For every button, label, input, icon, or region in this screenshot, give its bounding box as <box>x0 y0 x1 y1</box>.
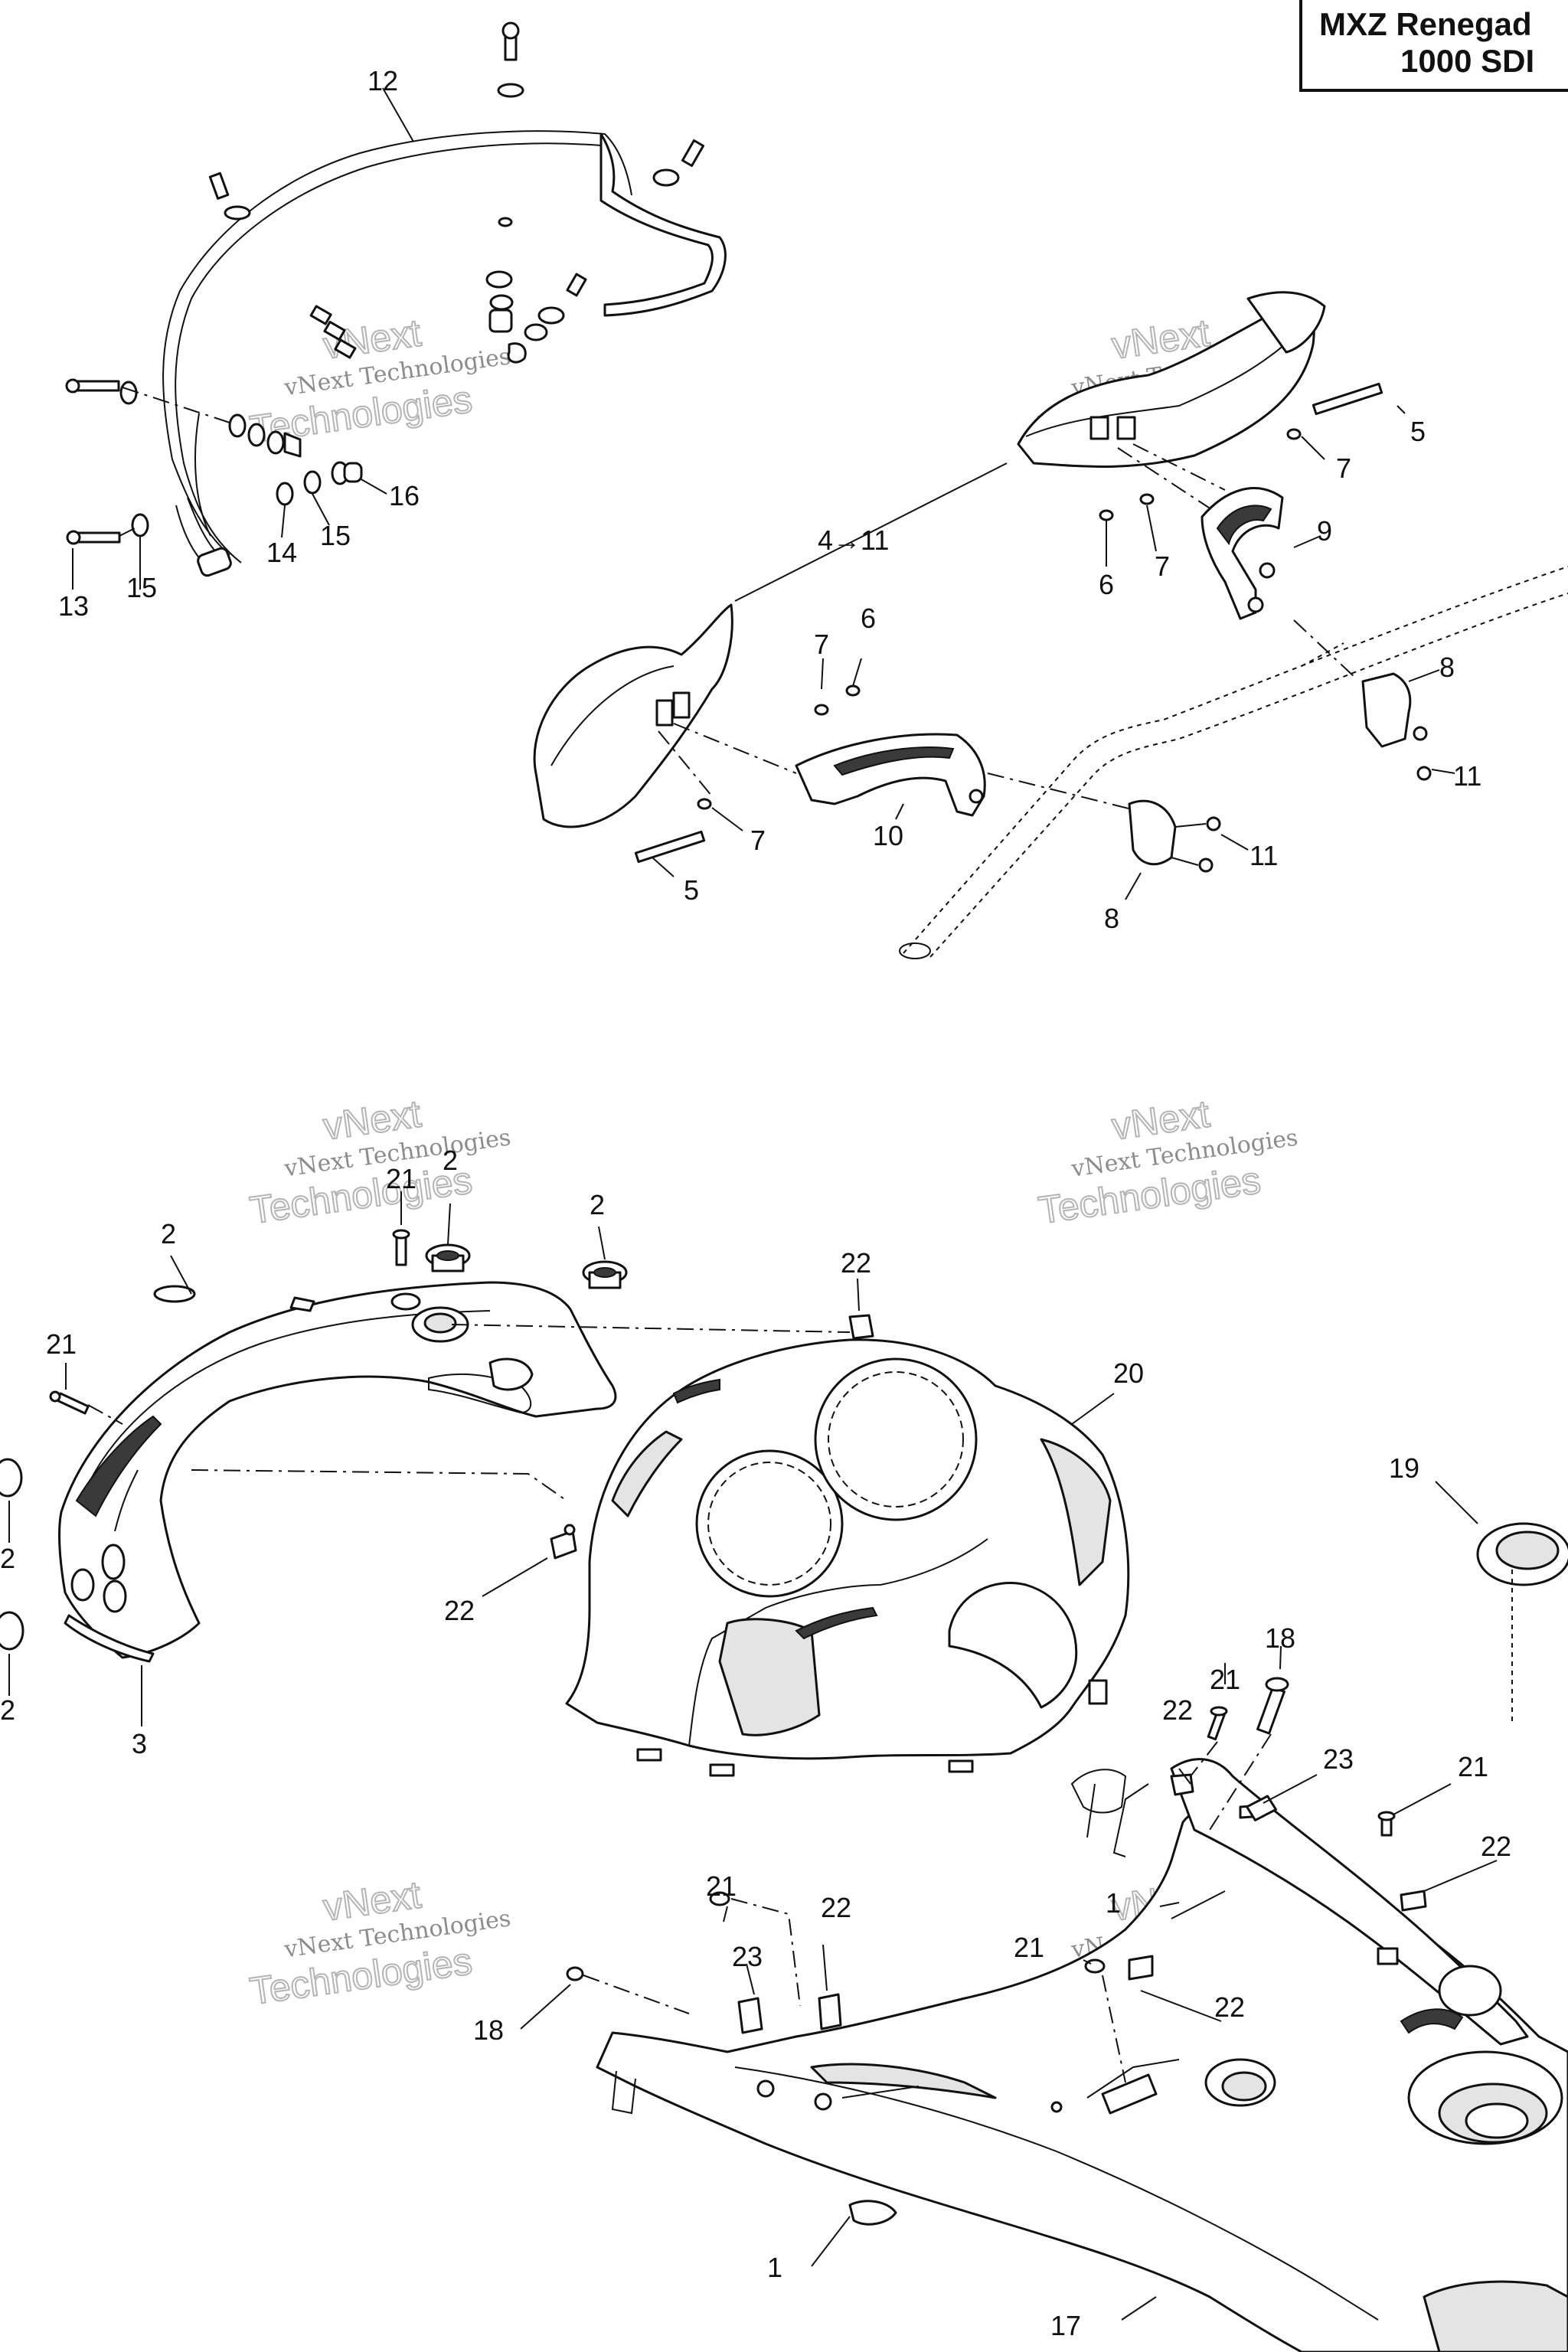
callout-23: 23 <box>1323 1743 1354 1775</box>
callout-2: 2 <box>161 1218 176 1250</box>
side-panel-leaders <box>8 1191 606 1726</box>
bumper-assembly <box>162 130 727 577</box>
console-clips <box>550 1314 874 1560</box>
handguard-leaders <box>652 405 1455 900</box>
callout-22: 22 <box>1481 1831 1511 1862</box>
callout-12: 12 <box>368 65 398 96</box>
callout-21: 21 <box>386 1163 416 1194</box>
callout-6: 6 <box>1099 569 1114 600</box>
callout-7: 7 <box>814 629 829 660</box>
callout-9: 9 <box>1317 515 1332 547</box>
callout-21: 21 <box>1458 1751 1488 1782</box>
callout-16: 16 <box>389 480 420 511</box>
handlebar <box>899 566 1568 959</box>
callout-7: 7 <box>1336 452 1351 484</box>
callout-15: 15 <box>320 520 351 551</box>
handguard-right <box>1017 291 1383 529</box>
bumper-end-cap <box>197 547 232 577</box>
callout-2: 2 <box>0 1694 15 1726</box>
callout-17: 17 <box>1050 2310 1081 2341</box>
callout-11: 11 <box>1453 760 1481 792</box>
callout-1: 1 <box>1106 1887 1121 1919</box>
callout-18: 18 <box>1265 1622 1295 1654</box>
callout-14: 14 <box>266 537 297 568</box>
callout-4-to-11: 4→11 <box>818 524 889 556</box>
callout-22: 22 <box>1162 1694 1193 1726</box>
side-panel-hardware <box>0 1229 851 1651</box>
gauge-console-20 <box>565 1338 1130 1777</box>
callout-19: 19 <box>1389 1452 1419 1484</box>
watermark-5: vNext vNext Technologies Technologies <box>247 1872 512 2014</box>
callout-23: 23 <box>732 1941 763 1972</box>
watermark-3: vNext vNext Technologies Technologies <box>247 1091 512 1233</box>
clamp-8-left <box>1128 799 1221 873</box>
handguard-left <box>533 603 861 864</box>
callout-21: 21 <box>1014 1932 1044 1963</box>
bracket-9 <box>1200 487 1284 620</box>
callout-6: 6 <box>861 603 876 634</box>
callout-2: 2 <box>443 1145 458 1176</box>
grommet-19 <box>1435 1481 1568 1723</box>
callout-18: 18 <box>473 2014 504 2046</box>
callout-21: 21 <box>46 1328 77 1360</box>
hood-17 <box>596 1758 1568 2352</box>
model-title-line1: MXZ Renegad <box>1319 6 1532 42</box>
model-title-line2: 1000 SDI <box>1400 43 1535 79</box>
bumper-hardware <box>65 21 705 545</box>
callout-22: 22 <box>444 1595 475 1626</box>
callout-22: 22 <box>821 1892 851 1923</box>
clamp-8-right <box>1293 619 1432 781</box>
bumper-leaders <box>72 87 414 590</box>
watermark-1: vNext vNext Technologies Technologies <box>247 310 512 452</box>
callout-20: 20 <box>1113 1357 1144 1389</box>
hood-leaders <box>520 1645 1498 2321</box>
callout-2: 2 <box>0 1543 15 1574</box>
callout-labels: 12 13 15 14 15 16 5 7 4→11 6 7 9 7 6 8 1… <box>0 65 1511 2341</box>
callout-8: 8 <box>1439 652 1455 683</box>
bracket-10 <box>795 733 1142 817</box>
callout-5: 5 <box>1410 416 1426 447</box>
callout-13: 13 <box>58 590 89 622</box>
callout-5: 5 <box>684 874 699 906</box>
callout-7: 7 <box>750 825 766 856</box>
callout-1: 1 <box>767 2252 782 2283</box>
callout-2: 2 <box>590 1189 605 1220</box>
callout-21: 21 <box>1210 1664 1240 1695</box>
callout-22: 22 <box>1214 1991 1245 2023</box>
side-panel-3 <box>58 1281 617 1663</box>
callout-22: 22 <box>841 1247 871 1279</box>
callout-3: 3 <box>132 1728 147 1759</box>
console-leaders <box>482 1278 1115 1597</box>
callout-21: 21 <box>706 1870 737 1902</box>
callout-11: 11 <box>1250 840 1278 871</box>
callout-7: 7 <box>1155 550 1170 582</box>
callout-15: 15 <box>126 572 157 603</box>
callout-10: 10 <box>873 820 903 851</box>
callout-8: 8 <box>1104 903 1119 934</box>
model-title-box: MXZ Renegad 1000 SDI <box>1299 0 1568 92</box>
watermark-4: vNext vNext Technologies Technologies <box>1035 1091 1299 1233</box>
